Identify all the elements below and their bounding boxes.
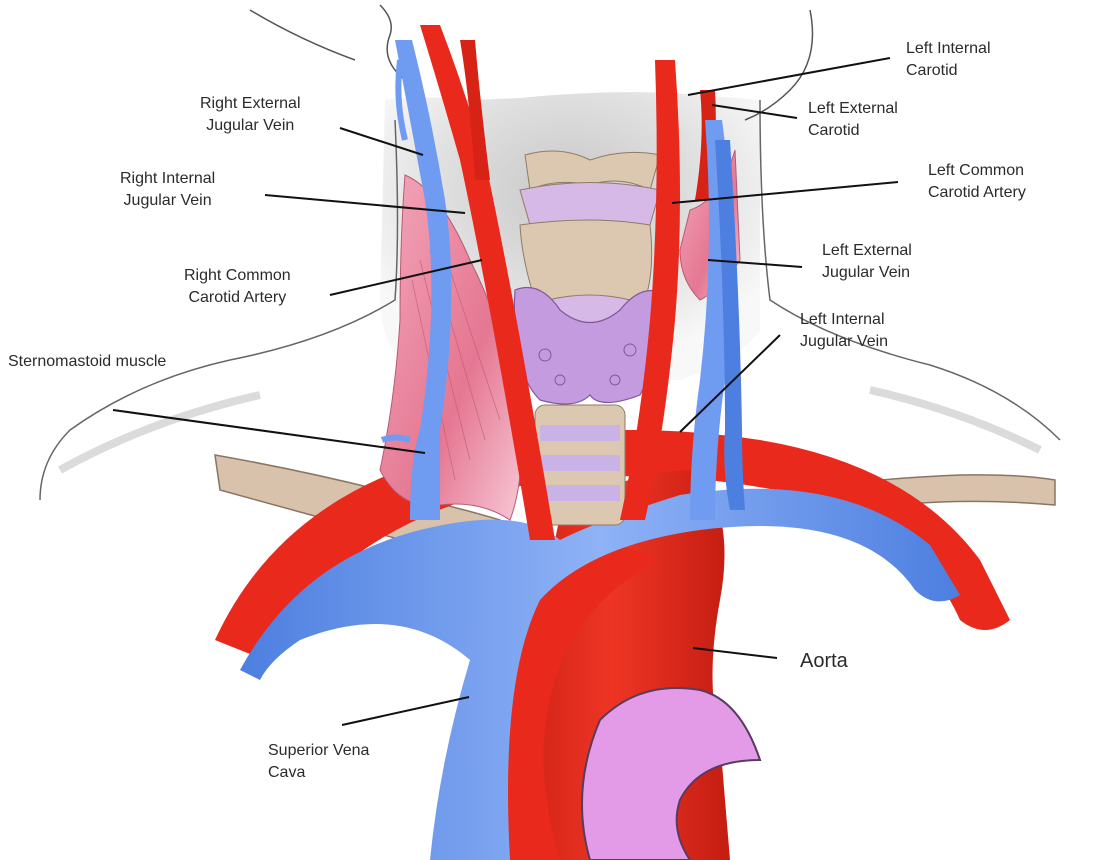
label-right-common-carotid: Right Common Carotid Artery (184, 265, 291, 309)
heart (582, 688, 760, 860)
label-sternomastoid: Sternomastoid muscle (8, 351, 166, 373)
leader-sternomastoid (113, 410, 425, 453)
label-aorta: Aorta (800, 650, 848, 672)
label-left-external-carotid: Left External Carotid (808, 98, 898, 142)
label-left-common-carotid: Left Common Carotid Artery (928, 160, 1026, 204)
label-superior-vena-cava: Superior Vena Cava (268, 740, 369, 784)
label-left-external-jugular: Left External Jugular Vein (822, 240, 912, 284)
leader-superior-vena-cava (342, 697, 469, 725)
label-left-internal-carotid: Left Internal Carotid (906, 38, 991, 82)
leader-left-internal-carotid (688, 58, 890, 95)
label-left-internal-jugular: Left Internal Jugular Vein (800, 309, 888, 353)
label-right-internal-jugular: Right Internal Jugular Vein (120, 168, 215, 212)
label-right-external-jugular: Right External Jugular Vein (200, 93, 301, 137)
